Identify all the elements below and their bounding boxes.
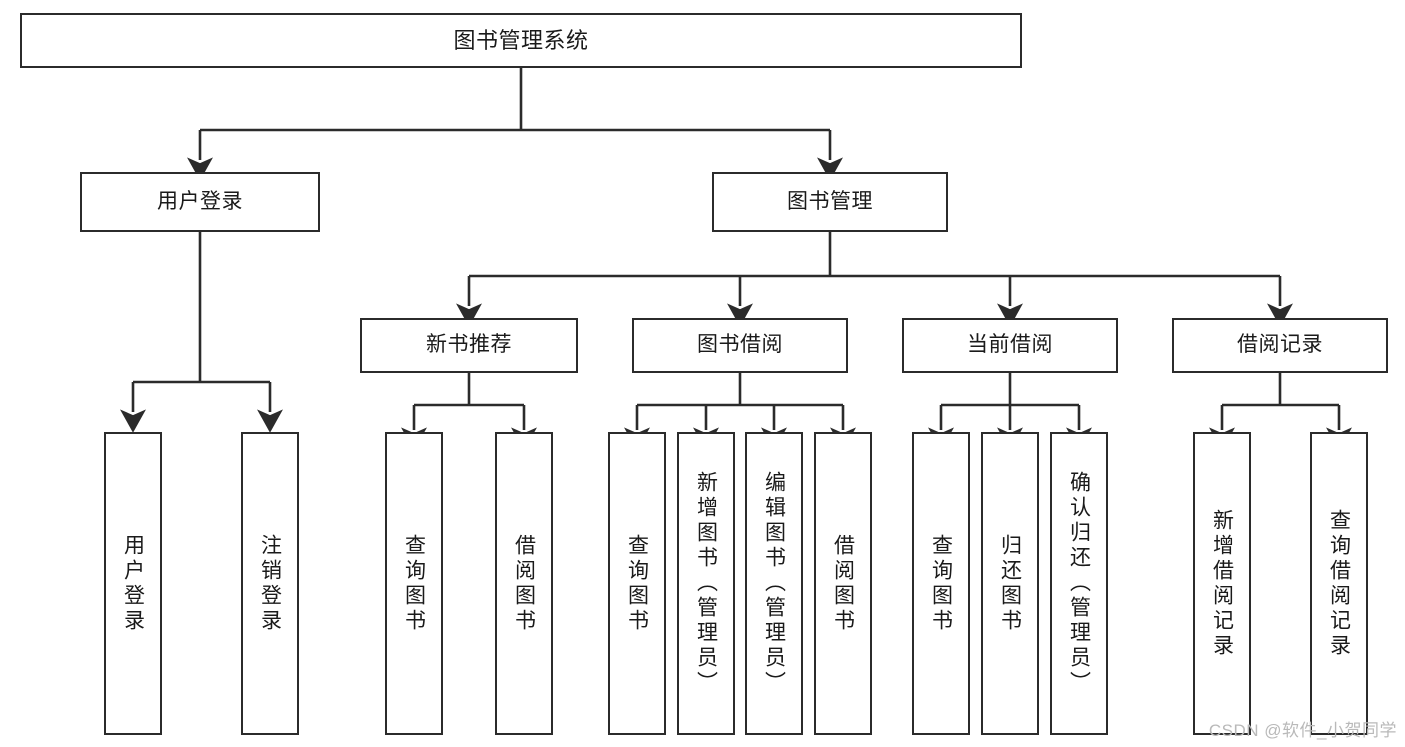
node-new-book-recommend[interactable]: 新书推荐 bbox=[360, 318, 578, 373]
node-label: 用户登录 bbox=[157, 189, 243, 213]
node-label: 注销登录 bbox=[258, 533, 282, 634]
node-label: 确认归还（管理员） bbox=[1067, 471, 1091, 696]
leaf-borrow-query-book[interactable]: 查询图书 bbox=[608, 432, 666, 735]
node-current-borrow[interactable]: 当前借阅 bbox=[902, 318, 1118, 373]
node-label: 用户登录 bbox=[121, 533, 145, 634]
leaf-record-add-record[interactable]: 新增借阅记录 bbox=[1193, 432, 1251, 735]
watermark-text: CSDN @软件_小贺同学 bbox=[1208, 721, 1397, 740]
node-label: 查询借阅记录 bbox=[1327, 508, 1351, 659]
node-label: 图书借阅 bbox=[697, 333, 783, 357]
leaf-borrow-edit-book-admin[interactable]: 编辑图书（管理员） bbox=[745, 432, 803, 735]
leaf-borrow-borrow-book[interactable]: 借阅图书 bbox=[814, 432, 872, 735]
node-label: 借阅记录 bbox=[1237, 333, 1323, 357]
node-label: 新增借阅记录 bbox=[1210, 508, 1234, 659]
node-label: 查询图书 bbox=[402, 533, 426, 634]
node-label: 借阅图书 bbox=[831, 533, 855, 634]
node-label: 查询图书 bbox=[929, 533, 953, 634]
node-label: 新书推荐 bbox=[426, 333, 512, 357]
leaf-current-query-book[interactable]: 查询图书 bbox=[912, 432, 970, 735]
node-label: 当前借阅 bbox=[967, 333, 1053, 357]
node-label: 图书管理 bbox=[787, 189, 873, 213]
leaf-new-book-query[interactable]: 查询图书 bbox=[385, 432, 443, 735]
node-borrow-record[interactable]: 借阅记录 bbox=[1172, 318, 1388, 373]
node-label: 图书管理系统 bbox=[453, 27, 589, 53]
leaf-borrow-add-book-admin[interactable]: 新增图书（管理员） bbox=[677, 432, 735, 735]
leaf-user-login-login[interactable]: 用户登录 bbox=[104, 432, 162, 735]
node-label: 归还图书 bbox=[998, 533, 1022, 634]
node-root-system[interactable]: 图书管理系统 bbox=[20, 13, 1022, 68]
leaf-current-confirm-return-admin[interactable]: 确认归还（管理员） bbox=[1050, 432, 1108, 735]
node-label: 编辑图书（管理员） bbox=[762, 471, 786, 696]
node-book-management[interactable]: 图书管理 bbox=[712, 172, 948, 232]
node-book-borrow[interactable]: 图书借阅 bbox=[632, 318, 848, 373]
node-label: 新增图书（管理员） bbox=[694, 471, 718, 696]
leaf-record-query-record[interactable]: 查询借阅记录 bbox=[1310, 432, 1368, 735]
leaf-new-book-borrow[interactable]: 借阅图书 bbox=[495, 432, 553, 735]
leaf-user-login-logout[interactable]: 注销登录 bbox=[241, 432, 299, 735]
node-user-login[interactable]: 用户登录 bbox=[80, 172, 320, 232]
node-label: 借阅图书 bbox=[512, 533, 536, 634]
leaf-current-return-book[interactable]: 归还图书 bbox=[981, 432, 1039, 735]
node-label: 查询图书 bbox=[625, 533, 649, 634]
